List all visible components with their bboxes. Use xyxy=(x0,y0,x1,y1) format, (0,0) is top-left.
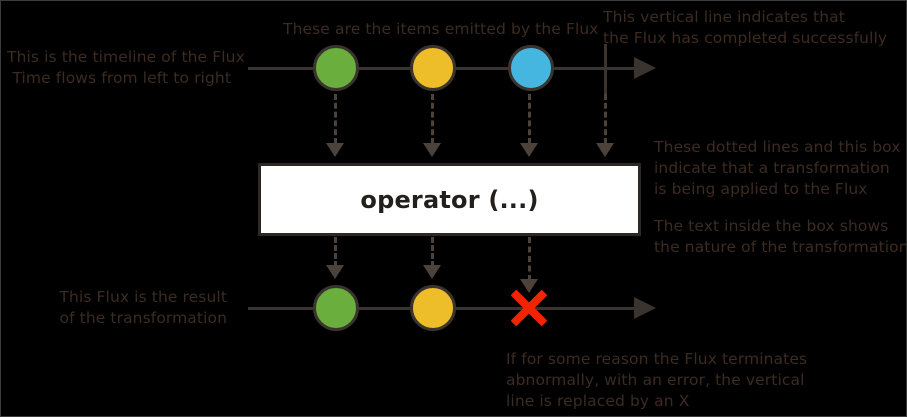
annotation-source-timeline: This is the timeline of the Flux Time fl… xyxy=(7,48,245,87)
annotation-transformation: These dotted lines and this box indicate… xyxy=(654,138,901,198)
annotation-result-timeline: This Flux is the result of the transform… xyxy=(59,288,227,327)
operator-label: operator (...) xyxy=(360,185,539,214)
connector-in-1 xyxy=(334,94,337,144)
connector-in-3-arrowhead xyxy=(520,143,538,157)
connector-out-2-arrowhead xyxy=(423,265,441,279)
marble-green xyxy=(313,45,359,91)
result-timeline-arrowhead xyxy=(634,297,656,319)
connector-out-3 xyxy=(528,237,531,281)
result-marble-green xyxy=(313,285,359,331)
source-timeline-arrowhead xyxy=(634,57,656,79)
connector-in-2-arrowhead xyxy=(423,143,441,157)
marble-yellow xyxy=(410,45,456,91)
marble-blue xyxy=(508,45,554,91)
connector-in-2 xyxy=(431,94,434,144)
annotation-completion-line: This vertical line indicates that the Fl… xyxy=(603,8,888,47)
annotation-items-emitted: These are the items emitted by the Flux xyxy=(283,20,599,38)
connector-in-4-arrowhead xyxy=(596,143,614,157)
connector-in-1-arrowhead xyxy=(326,143,344,157)
connector-in-3 xyxy=(528,94,531,144)
connector-out-1-arrowhead xyxy=(326,265,344,279)
connector-out-1 xyxy=(334,237,337,267)
error-x-icon xyxy=(507,286,551,330)
operator-box[interactable]: operator (...) xyxy=(258,163,641,236)
annotation-box-text-meaning: The text inside the box shows the nature… xyxy=(654,217,907,256)
result-marble-yellow xyxy=(410,285,456,331)
completion-line-marker xyxy=(604,44,607,94)
annotation-error-termination: If for some reason the Flux terminates a… xyxy=(506,350,808,410)
connector-in-4 xyxy=(604,94,607,144)
connector-out-2 xyxy=(431,237,434,267)
connector-out-3-arrowhead xyxy=(520,279,538,293)
